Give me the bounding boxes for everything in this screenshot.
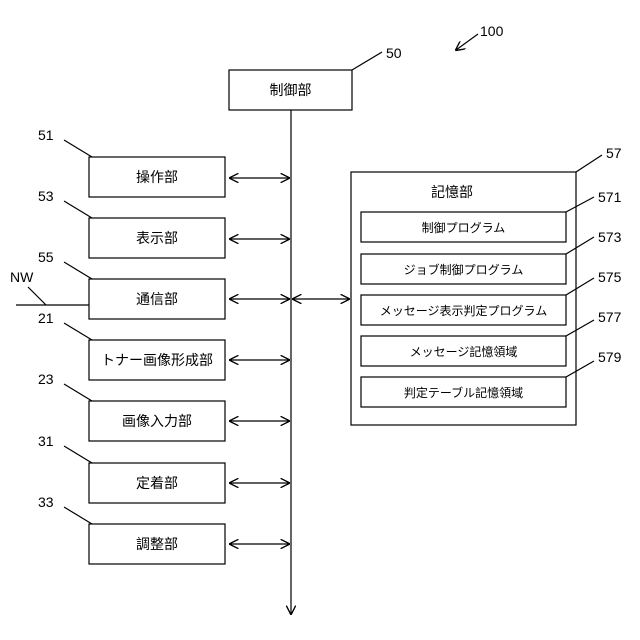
unit-ref-leader — [64, 507, 92, 524]
unit-image-input: 23 画像入力部 — [38, 371, 289, 441]
control-ref: 50 — [386, 45, 402, 61]
storage-item-ref: 577 — [598, 309, 622, 325]
network-label: NW — [10, 269, 34, 285]
unit-ref-leader — [64, 140, 92, 157]
unit-ref: 33 — [38, 494, 54, 510]
control-unit: 制御部 50 — [229, 45, 402, 110]
unit-ref: 55 — [38, 249, 54, 265]
unit-label: トナー画像形成部 — [101, 353, 213, 369]
figure-ref-arrow — [456, 34, 478, 50]
unit-communication: 55 通信部 NW — [10, 249, 289, 319]
network-leader — [28, 287, 46, 305]
storage-unit: 記憶部 57 制御プログラム 571 ジョブ制御プログラム 573 メッセージ表… — [351, 145, 622, 425]
storage-ref: 57 — [606, 145, 622, 161]
storage-item-label: メッセージ表示判定プログラム — [380, 303, 547, 318]
unit-ref-leader — [64, 384, 92, 401]
unit-ref-leader — [64, 262, 92, 279]
storage-item-ref: 575 — [598, 269, 622, 285]
unit-display: 53 表示部 — [38, 188, 289, 258]
unit-ref: 53 — [38, 188, 54, 204]
control-ref-leader — [352, 52, 382, 70]
unit-label: 通信部 — [136, 292, 178, 308]
figure-ref: 100 — [480, 23, 504, 39]
storage-item-ref: 571 — [598, 189, 622, 205]
storage-ref-leader — [576, 155, 602, 172]
unit-ref: 31 — [38, 433, 54, 449]
figure-ref-group: 100 — [456, 23, 504, 50]
storage-item-ref: 573 — [598, 229, 622, 245]
unit-label: 操作部 — [136, 170, 178, 186]
storage-item-ref: 579 — [598, 349, 622, 365]
unit-adjustment: 33 調整部 — [38, 494, 289, 564]
storage-item-label: 判定テーブル記憶領域 — [404, 385, 523, 400]
unit-ref: 51 — [38, 127, 54, 143]
storage-item-label: 制御プログラム — [422, 220, 506, 235]
storage-item-label: ジョブ制御プログラム — [404, 262, 524, 277]
storage-item-label: メッセージ記憶領域 — [410, 344, 518, 359]
unit-operation: 51 操作部 — [38, 127, 289, 197]
unit-label: 表示部 — [136, 231, 178, 247]
unit-label: 画像入力部 — [122, 414, 192, 430]
unit-label: 調整部 — [136, 537, 178, 553]
unit-fixing: 31 定着部 — [38, 433, 289, 503]
unit-ref-leader — [64, 446, 92, 463]
control-label: 制御部 — [270, 83, 312, 99]
unit-toner-image-forming: 21 トナー画像形成部 — [38, 310, 289, 380]
unit-ref: 23 — [38, 371, 54, 387]
unit-ref-leader — [64, 323, 92, 340]
unit-ref: 21 — [38, 310, 54, 326]
storage-title: 記憶部 — [431, 184, 473, 201]
unit-ref-leader — [64, 201, 92, 218]
unit-label: 定着部 — [136, 476, 178, 492]
